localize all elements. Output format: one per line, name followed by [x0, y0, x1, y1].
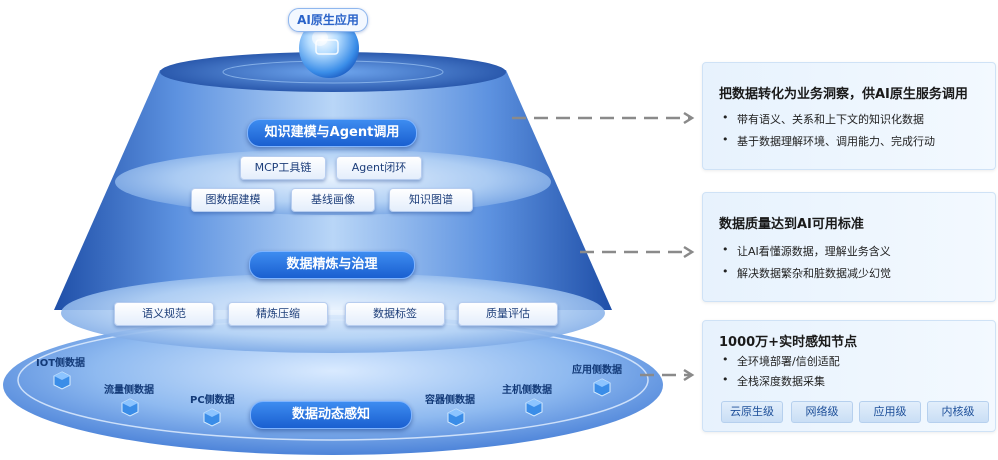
- card-data-quality: 数据质量达到AI可用标准 让AI看懂源数据，理解业务含义 解决数据繁杂和脏数据减…: [702, 192, 996, 302]
- cube-icon: [202, 407, 222, 427]
- card-bullet: 带有语义、关系和上下文的知识化数据: [722, 111, 924, 127]
- cube-icon: [592, 377, 612, 397]
- card-bullet: 基于数据理解环境、调用能力、完成行动: [722, 133, 935, 149]
- graph-modeling-pill: 图数据建模: [191, 188, 275, 212]
- mcp-toolchain-pill: MCP工具链: [240, 156, 326, 180]
- cube-icon: [120, 397, 140, 417]
- tag-cloud-native: 云原生级: [721, 401, 783, 423]
- base-disk: [3, 315, 663, 455]
- data-tag-pill: 数据标签: [345, 302, 445, 326]
- source-label-traffic: 流量侧数据: [104, 385, 154, 396]
- baseline-profile-pill: 基线画像: [291, 188, 375, 212]
- card-title: 数据质量达到AI可用标准: [719, 217, 864, 232]
- tag-network: 网络级: [791, 401, 853, 423]
- source-label-host: 主机侧数据: [502, 385, 552, 396]
- cube-icon: [446, 407, 466, 427]
- source-label-container: 容器侧数据: [425, 395, 475, 406]
- agent-loop-pill: Agent闭环: [336, 156, 422, 180]
- middle-disk: [61, 273, 605, 353]
- card-title: 1000万+实时感知节点: [719, 335, 858, 350]
- semantic-standard-pill: 语义规范: [114, 302, 214, 326]
- source-label-pc: PC侧数据: [190, 395, 235, 406]
- tag-application: 应用级: [859, 401, 921, 423]
- card-business-insight: 把数据转化为业务洞察，供AI原生服务调用 带有语义、关系和上下文的知识化数据 基…: [702, 62, 996, 170]
- cube-icon: [52, 370, 72, 390]
- tag-kernel: 内核级: [927, 401, 989, 423]
- card-bullet: 让AI看懂源数据，理解业务含义: [722, 243, 891, 259]
- card-title: 把数据转化为业务洞察，供AI原生服务调用: [719, 87, 968, 102]
- data-perception-band: 数据动态感知: [250, 401, 412, 429]
- data-refining-band: 数据精炼与治理: [249, 251, 415, 279]
- card-bullet: 全栈深度数据采集: [722, 373, 825, 389]
- refine-compress-pill: 精炼压缩: [228, 302, 328, 326]
- quality-assess-pill: 质量评估: [458, 302, 558, 326]
- source-label-iot: IOT侧数据: [36, 358, 86, 369]
- card-bullet: 解决数据繁杂和脏数据减少幻觉: [722, 265, 891, 281]
- knowledge-graph-pill: 知识图谱: [389, 188, 473, 212]
- ai-native-app-badge: AI原生应用: [288, 8, 368, 32]
- card-realtime-nodes: 1000万+实时感知节点 全环境部署/信创适配 全栈深度数据采集 云原生级 网络…: [702, 320, 996, 432]
- knowledge-modeling-band: 知识建模与Agent调用: [247, 119, 417, 147]
- card-bullet: 全环境部署/信创适配: [722, 353, 840, 369]
- arrows: [512, 116, 690, 377]
- cube-icon: [524, 397, 544, 417]
- source-label-app: 应用侧数据: [572, 365, 622, 376]
